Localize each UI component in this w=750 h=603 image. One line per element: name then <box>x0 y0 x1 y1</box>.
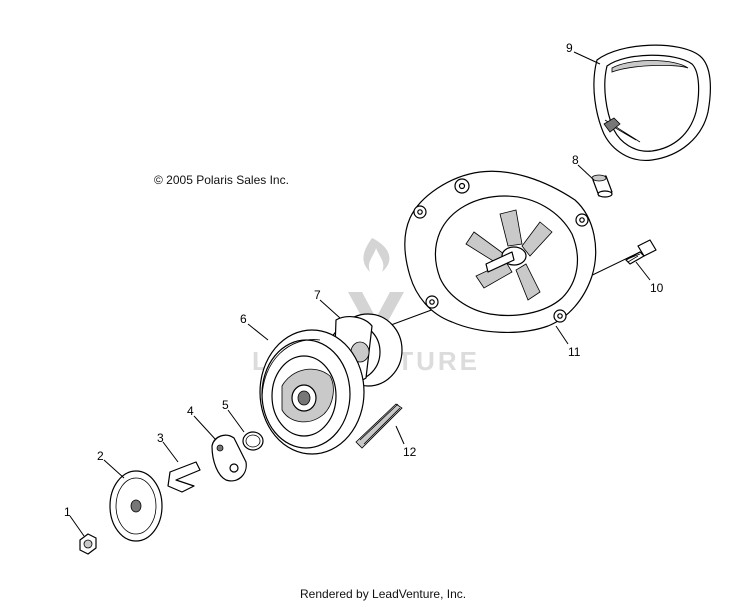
callout-1: 1 <box>64 505 71 519</box>
rope-pulley <box>259 329 365 455</box>
callout-5: 5 <box>222 398 229 412</box>
callout-8: 8 <box>572 153 579 167</box>
recoil-housing <box>404 170 597 333</box>
nut <box>79 533 97 555</box>
leader-lines <box>69 51 651 537</box>
callout-3: 3 <box>157 431 164 445</box>
snap-ring <box>242 431 264 451</box>
callout-10: 10 <box>650 281 664 295</box>
starter-handle <box>593 44 711 161</box>
render-credit: Rendered by LeadVenture, Inc. <box>300 587 466 601</box>
callout-12: 12 <box>403 445 417 459</box>
callout-9: 9 <box>566 41 573 55</box>
callout-7: 7 <box>314 288 321 302</box>
copyright-text: © 2005 Polaris Sales Inc. <box>154 173 289 187</box>
bushing <box>591 174 613 198</box>
callout-6: 6 <box>240 312 247 326</box>
callout-4: 4 <box>187 404 194 418</box>
callout-11: 11 <box>568 345 581 359</box>
spring-clip <box>167 461 201 493</box>
callouts: 1 2 3 4 5 6 7 8 9 10 11 12 <box>64 41 664 519</box>
pawl <box>211 434 247 482</box>
starter-rope <box>355 403 403 449</box>
callout-2: 2 <box>97 449 104 463</box>
bolt <box>625 239 657 265</box>
spring-disc <box>109 470 163 542</box>
